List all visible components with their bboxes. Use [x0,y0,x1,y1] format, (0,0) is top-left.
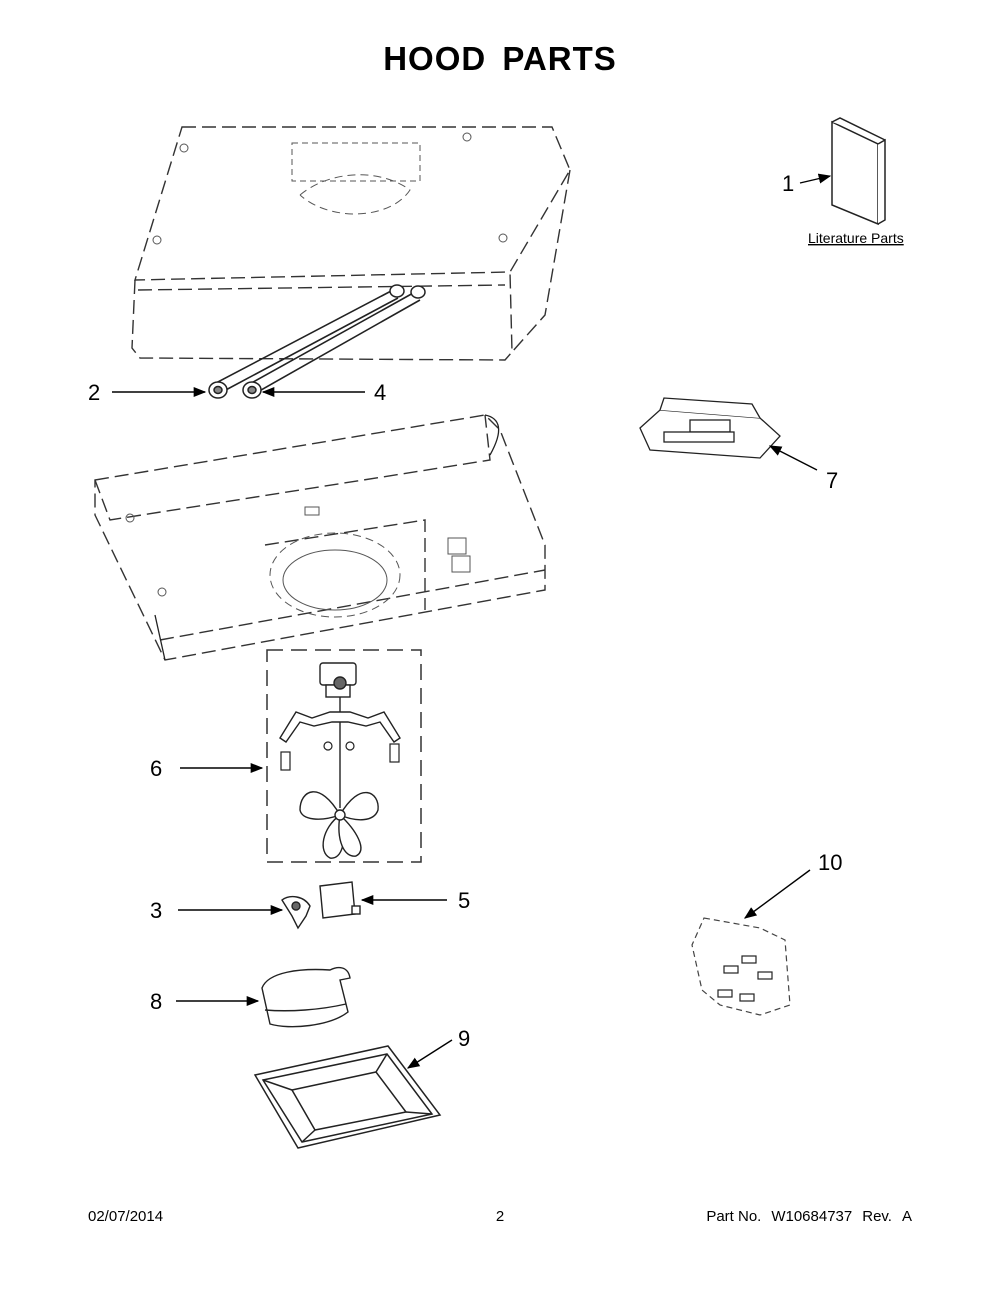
literature-booklet [831,117,886,226]
grommets [208,284,426,399]
hardware-screws [717,955,773,1002]
grease-filter [253,1045,442,1149]
hood-bottom-solid-edge [154,414,500,661]
callout-5: 5 [458,888,470,913]
hood-top-details [152,132,508,245]
fan-blade [299,791,379,859]
callout-9: 9 [458,1026,470,1051]
bracket-screws [280,741,400,771]
callout-10: 10 [818,850,842,875]
mounting-rods [213,289,421,395]
footer-part-label: Part No. [706,1208,762,1225]
light-cover [261,966,351,1028]
footer-part-number: W10684737 [771,1208,853,1225]
callout-7: 7 [826,468,838,493]
callout-1: 1 [782,171,794,196]
footer-rev-label: Rev. [862,1208,892,1225]
footer-page-number: 2 [495,1208,505,1225]
page-title: HOOD PARTS [383,40,617,77]
blower-assembly-box [266,649,422,863]
footer-rev: A [901,1208,912,1225]
hood-bottom-details [125,506,471,618]
hardware-bag [691,917,791,1016]
capacitor [319,881,361,919]
hood-top-housing [131,126,571,361]
callout-2: 2 [88,380,100,405]
switch-knob [281,895,311,930]
light-housing [639,397,781,459]
footer-part-info: Part No. W10684737 Rev. A [706,1208,912,1225]
literature-parts-label: Literature Parts [808,230,904,246]
footer-date: 02/07/2014 [88,1208,164,1225]
callout-4: 4 [374,380,386,405]
callout-3: 3 [150,898,162,923]
blower-motor [319,662,357,808]
callout-arrows [112,173,832,1069]
callout-8: 8 [150,989,162,1014]
callout-6: 6 [150,756,162,781]
motor-bracket [279,711,401,743]
hood-bottom-housing [94,414,546,661]
